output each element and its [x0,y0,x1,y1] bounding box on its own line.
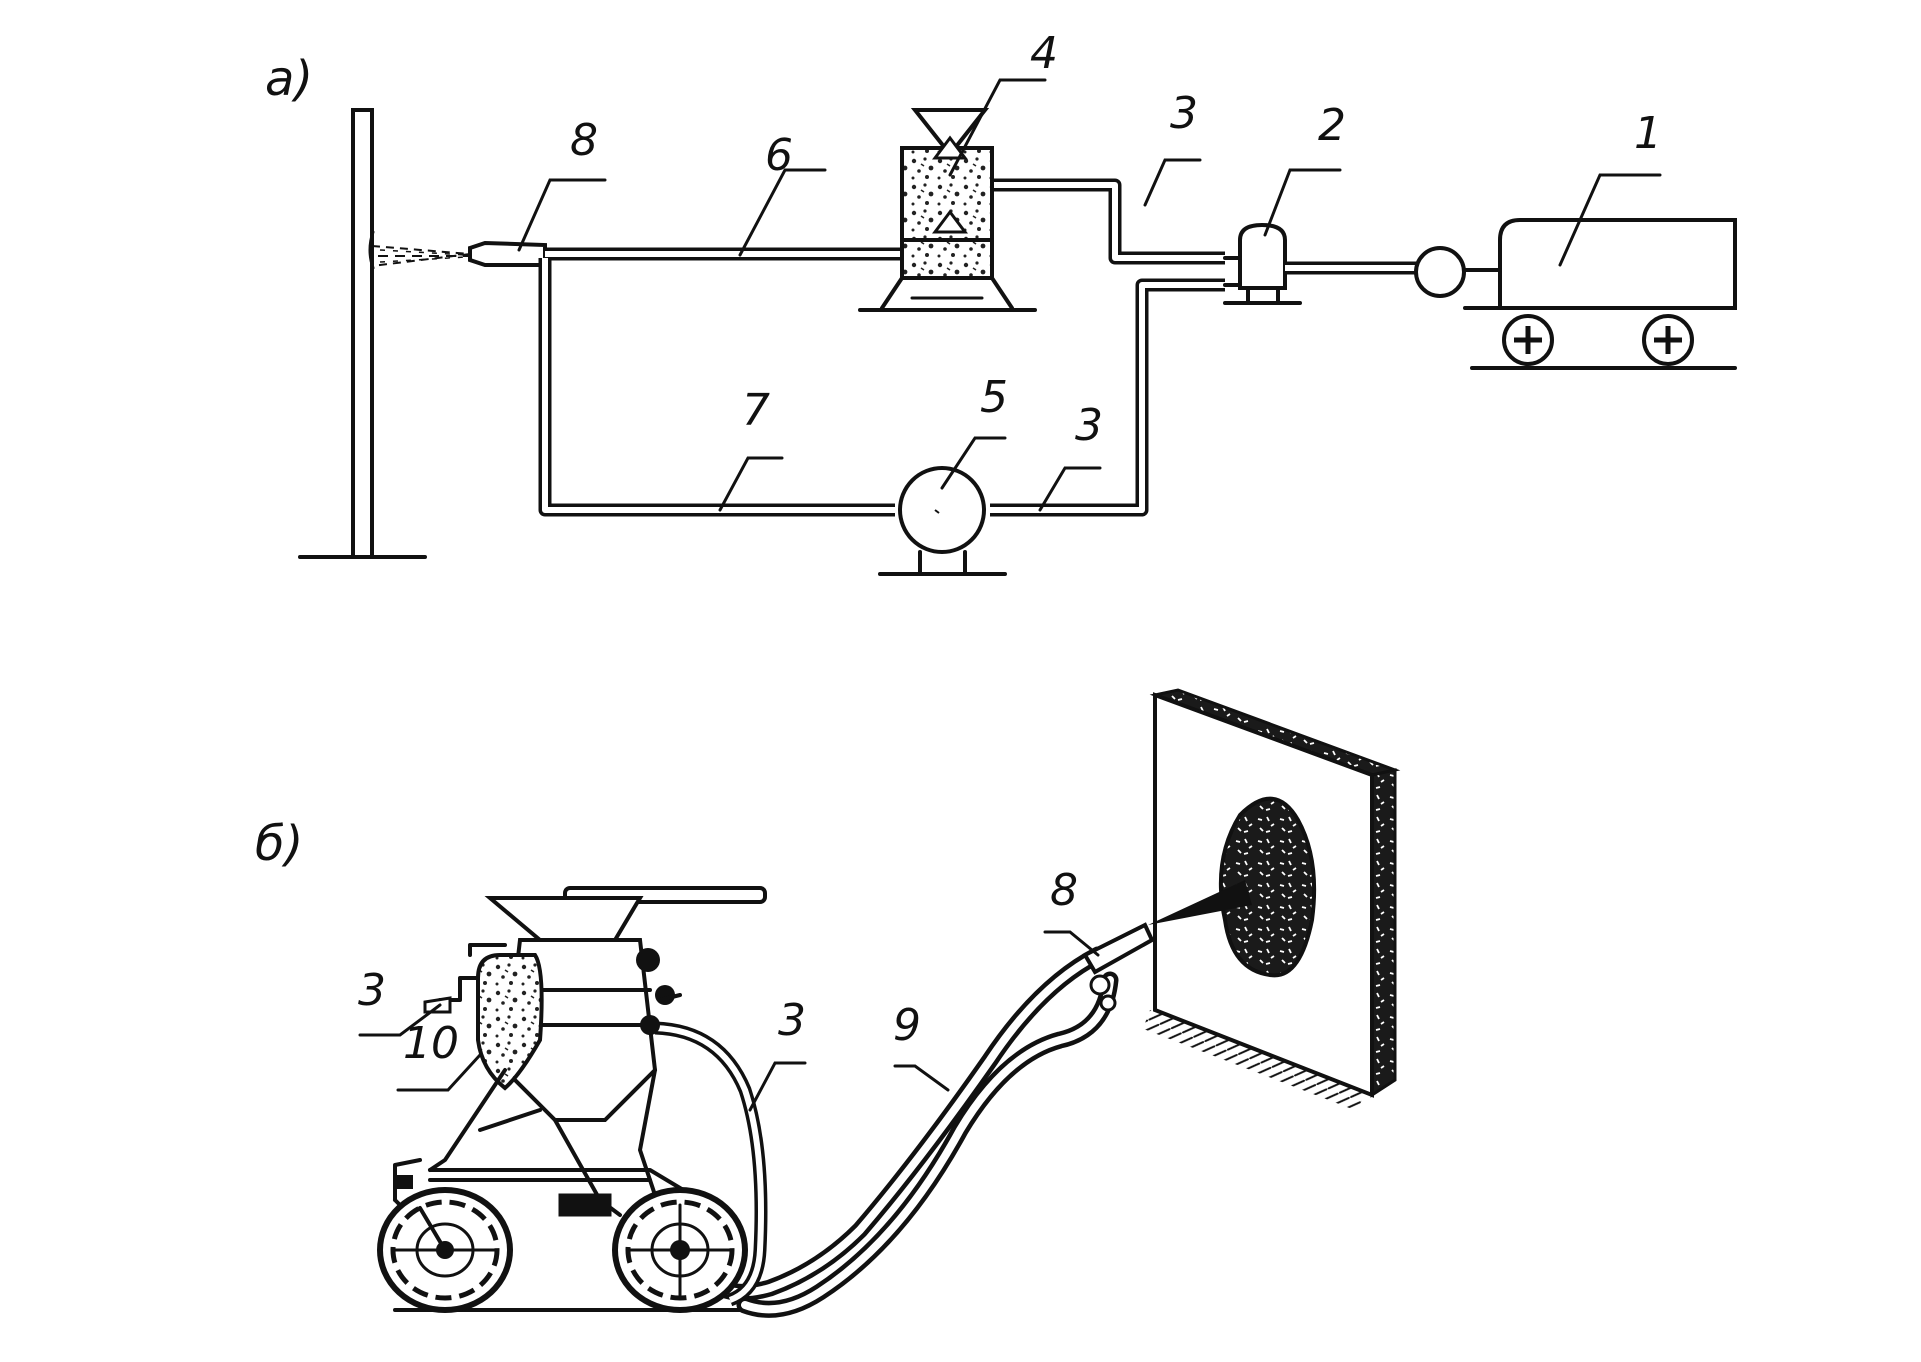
label-dry-mix-machine-4: 4 [1030,28,1058,79]
label-nozzle-8-b: 8 [1050,865,1078,916]
label-mixing-chamber-10: 10 [403,1018,459,1069]
material-hose-9 [706,946,1119,1318]
air-hose-3-right [654,1021,768,1307]
wheel-left [377,1187,513,1313]
nozzle-b [1082,922,1155,1012]
wheel-right [612,1187,748,1313]
label-oil-separator-2: 2 [1318,100,1346,151]
compressor-1 [1414,218,1737,370]
panel-a-label: а) [265,51,313,107]
water-pump-5 [878,466,1007,576]
leader-lines-a [517,78,1662,512]
label-air-hose-3-left: 3 [358,965,386,1016]
label-compressor-1: 1 [1634,108,1662,159]
water-hose-7 [538,258,895,517]
leader-lines-b [358,930,1100,1112]
spray-jet [371,245,471,267]
label-air-hose-3-top: 3 [1170,88,1198,139]
oil-separator-2 [1223,222,1302,305]
label-water-pump-5: 5 [980,372,1008,423]
scheme-b: б) [255,688,1401,1318]
air-hose-3-bottom [990,278,1225,517]
spray-cone [1148,880,1252,925]
air-hose-3-top [992,178,1225,265]
label-nozzle-8-a: 8 [570,115,598,166]
label-air-hose-3-right: 3 [778,995,806,1046]
dry-mix-machine-4 [858,108,1037,312]
nozzle-a [468,240,547,267]
label-material-hose-6: 6 [765,130,793,181]
label-water-hose-7: 7 [742,385,770,436]
mixing-chamber-10 [476,953,544,1091]
target-wall [1142,688,1401,1112]
label-material-hose-9: 9 [893,1000,921,1051]
wall-surface [298,108,427,559]
scheme-a: а) [265,28,1737,576]
label-air-hose-3-bottom: 3 [1075,400,1103,451]
panel-b-label: б) [255,816,303,872]
